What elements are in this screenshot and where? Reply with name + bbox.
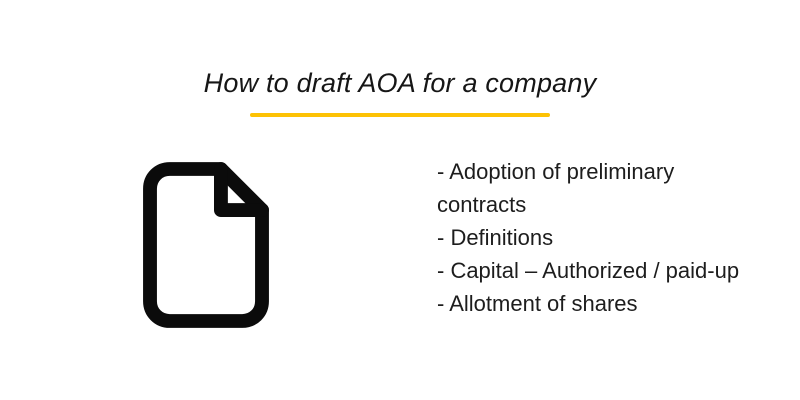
list-item: - Definitions (437, 225, 554, 250)
list-item: - Capital – Authorized / paid-up (437, 258, 740, 283)
list-item: - Adoption of preliminary contracts (437, 159, 675, 217)
list-item: - Allotment of shares (437, 291, 638, 316)
document-icon (142, 161, 270, 329)
title-underline (250, 113, 550, 117)
topics-list: - Adoption of preliminary contracts - De… (437, 155, 767, 320)
page-title: How to draft AOA for a company (203, 68, 597, 98)
